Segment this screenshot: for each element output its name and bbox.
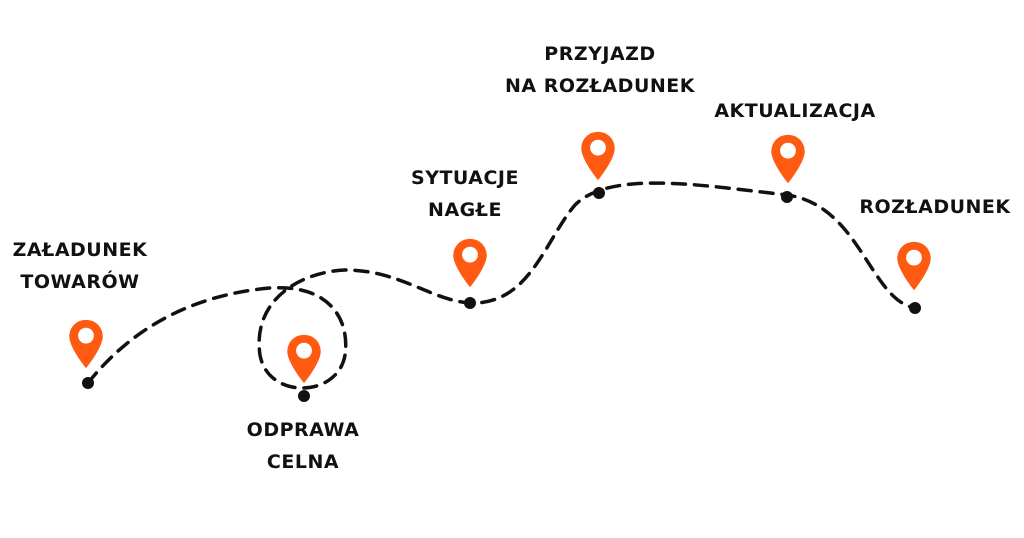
stop-label-line: AKTUALIZACJA (714, 100, 876, 122)
stop-label-line: ZAŁADUNEK (12, 239, 148, 261)
stop-dot-aktualizacja (781, 191, 793, 203)
stop-label-line: CELNA (266, 451, 340, 473)
stop-label-line: NAGŁE (428, 199, 502, 221)
stop-dot-sytuacje (464, 297, 476, 309)
stop-label-line: PRZYJAZD (544, 43, 656, 65)
stop-label-przyjazd: PRZYJAZD NA ROZŁADUNEK (495, 38, 705, 102)
stop-label-line: TOWARÓW (20, 271, 140, 293)
stop-dot-rozladunek (909, 302, 921, 314)
dashed-route-line (86, 181, 917, 390)
stop-label-line: SYTUACJE (411, 167, 519, 189)
stop-label-rozladunek: ROZŁADUNEK (845, 191, 1024, 223)
stop-dot-przyjazd (593, 187, 605, 199)
map-pin-icon (69, 319, 103, 369)
stop-label-sytuacje: SYTUACJE NAGŁE (390, 162, 540, 226)
stop-label-odprawa: ODPRAWA CELNA (228, 414, 378, 478)
map-pin-icon (771, 134, 805, 184)
stop-label-line: ODPRAWA (246, 419, 360, 441)
stop-label-aktualizacja: AKTUALIZACJA (690, 95, 900, 127)
stop-label-line: ROZŁADUNEK (859, 196, 1011, 218)
stop-label-line: NA ROZŁADUNEK (505, 75, 695, 97)
stop-dot-odprawa (298, 390, 310, 402)
map-pin-icon (581, 131, 615, 181)
route-stop-dots (82, 187, 921, 402)
map-pin-icon (897, 241, 931, 291)
map-pin-icon (453, 238, 487, 288)
stop-dot-zaladunek (82, 377, 94, 389)
map-pin-icon (287, 334, 321, 384)
stop-label-zaladunek: ZAŁADUNEK TOWARÓW (0, 234, 160, 298)
